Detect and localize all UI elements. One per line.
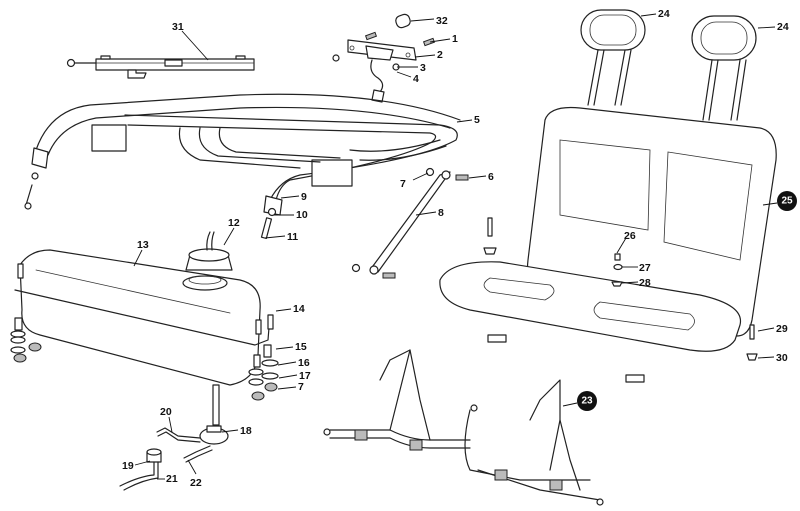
bench-seat: [439, 106, 777, 383]
seat-belts: [323, 349, 604, 506]
callout-14: 14: [275, 303, 305, 315]
svg-text:3: 3: [420, 62, 426, 74]
callout-18: 18: [221, 425, 252, 437]
svg-text:4: 4: [413, 73, 419, 85]
svg-text:1: 1: [452, 33, 458, 45]
svg-text:19: 19: [122, 460, 134, 472]
svg-text:23: 23: [581, 396, 593, 407]
svg-text:14: 14: [293, 303, 305, 315]
fuel-cap: [185, 231, 233, 271]
svg-text:9: 9: [301, 191, 307, 203]
callout-2: 2: [414, 49, 443, 61]
callout-4: 4: [396, 71, 419, 85]
license-plate-light: [332, 13, 436, 103]
fuel-hoses: [119, 427, 213, 491]
gas-strut: [66, 55, 255, 79]
callout-22: 22: [187, 459, 202, 489]
callout-6: 6: [468, 171, 494, 183]
svg-text:12: 12: [228, 217, 240, 229]
svg-text:24: 24: [658, 8, 670, 20]
callout-1: 1: [429, 33, 458, 45]
svg-text:2: 2: [437, 49, 443, 61]
svg-text:6: 6: [488, 171, 494, 183]
svg-text:7: 7: [400, 178, 406, 190]
callout-24a: 24: [640, 8, 670, 20]
callout-24b: 24: [757, 21, 789, 33]
callout-15: 15: [275, 341, 307, 353]
bulb: [395, 13, 411, 29]
svg-text:10: 10: [296, 209, 308, 221]
svg-text:29: 29: [776, 323, 788, 335]
headrests: [580, 9, 757, 121]
callout-29: 29: [757, 323, 788, 335]
callout-11: 11: [264, 231, 298, 243]
svg-text:22: 22: [190, 477, 202, 489]
callout-7b: 7: [277, 381, 304, 393]
svg-text:32: 32: [436, 15, 448, 27]
svg-text:7: 7: [298, 381, 304, 393]
callout-10: 10: [274, 209, 308, 221]
mounting-hardware: [10, 317, 279, 401]
svg-text:20: 20: [160, 406, 172, 418]
callout-28: 28: [621, 277, 651, 289]
svg-text:13: 13: [137, 239, 149, 251]
rear-rack-frame: [24, 93, 461, 216]
svg-text:27: 27: [639, 262, 651, 274]
svg-text:25: 25: [781, 196, 793, 207]
callouts: 31 32 1 2 3 4 5 6 7 8 9 10 11 12 13 14 1…: [122, 8, 797, 489]
svg-text:17: 17: [299, 370, 311, 382]
callout-23: 23: [562, 391, 597, 411]
fuel-pump: [199, 384, 229, 445]
callout-8: 8: [415, 207, 444, 219]
callout-26: 26: [616, 230, 636, 254]
callout-12: 12: [223, 217, 240, 246]
svg-text:24: 24: [777, 21, 789, 33]
svg-text:18: 18: [240, 425, 252, 437]
callout-19: 19: [122, 460, 151, 472]
svg-text:26: 26: [624, 230, 636, 242]
callout-3: 3: [397, 62, 426, 74]
callout-20: 20: [160, 406, 173, 433]
svg-text:21: 21: [166, 473, 178, 485]
svg-text:8: 8: [438, 207, 444, 219]
svg-text:31: 31: [172, 21, 184, 33]
callout-5: 5: [456, 114, 480, 126]
callout-17: 17: [278, 370, 311, 382]
svg-text:5: 5: [474, 114, 480, 126]
callout-7a: 7: [400, 172, 429, 190]
callout-21: 21: [157, 473, 178, 485]
svg-text:11: 11: [287, 231, 298, 243]
callout-30: 30: [757, 352, 788, 364]
callout-27: 27: [622, 262, 651, 274]
callout-31: 31: [172, 21, 209, 61]
svg-text:28: 28: [639, 277, 651, 289]
svg-text:15: 15: [295, 341, 307, 353]
callout-16: 16: [277, 357, 310, 369]
callout-32: 32: [410, 15, 448, 27]
callout-9: 9: [280, 191, 307, 203]
svg-text:16: 16: [298, 357, 310, 369]
callout-25: 25: [762, 191, 797, 211]
svg-text:30: 30: [776, 352, 788, 364]
callout-13: 13: [133, 239, 149, 267]
fuel-filter: [146, 448, 162, 463]
fuel-tank: [14, 249, 274, 386]
support-arm: [260, 167, 497, 279]
